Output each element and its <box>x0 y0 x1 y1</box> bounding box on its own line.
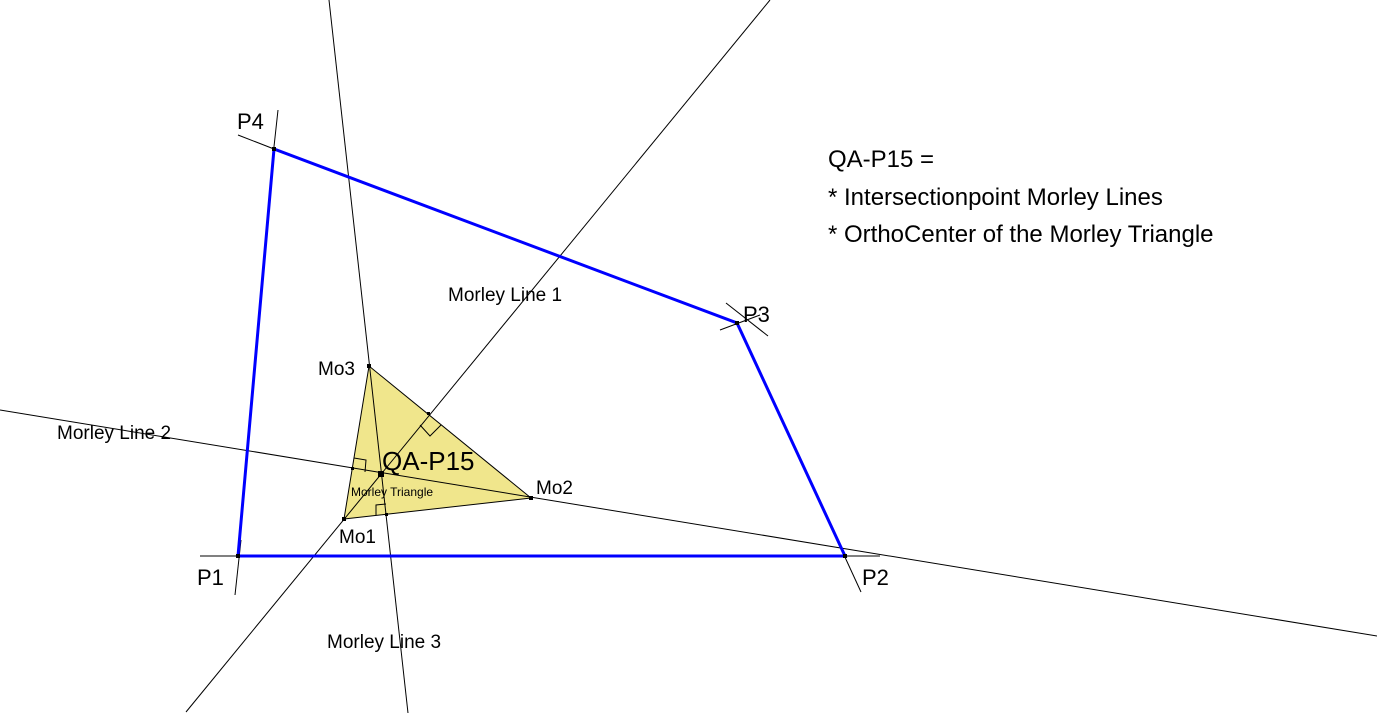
note-line-2: * Intersectionpoint Morley Lines <box>828 184 1163 211</box>
vertex-stubs <box>200 109 880 596</box>
label-qa-p15: QA-P15 <box>382 446 475 476</box>
label-mo1: Mo1 <box>339 527 376 548</box>
label-p2: P2 <box>862 565 889 590</box>
morley-line-3 <box>328 0 409 713</box>
label-mo2: Mo2 <box>536 478 573 499</box>
morley-triangle <box>343 365 533 520</box>
label-mo3: Mo3 <box>318 359 355 380</box>
right-angle-marks <box>353 424 442 515</box>
note-line-3: * OrthoCenter of the Morley Triangle <box>828 221 1214 248</box>
label-p1: P1 <box>197 565 224 590</box>
note-line-1: QA-P15 = <box>828 146 934 173</box>
morley-line-2 <box>0 409 1377 637</box>
label-morley-line-3: Morley Line 3 <box>327 632 441 653</box>
label-morley-line-2: Morley Line 2 <box>57 423 171 444</box>
label-p3: P3 <box>743 302 770 327</box>
label-morley-line-1: Morley Line 1 <box>448 285 562 306</box>
label-morley-triangle: Morley Triangle <box>351 485 433 499</box>
morley-line-1 <box>185 0 771 713</box>
vertex-dots <box>236 147 847 558</box>
label-p4: P4 <box>237 109 264 134</box>
